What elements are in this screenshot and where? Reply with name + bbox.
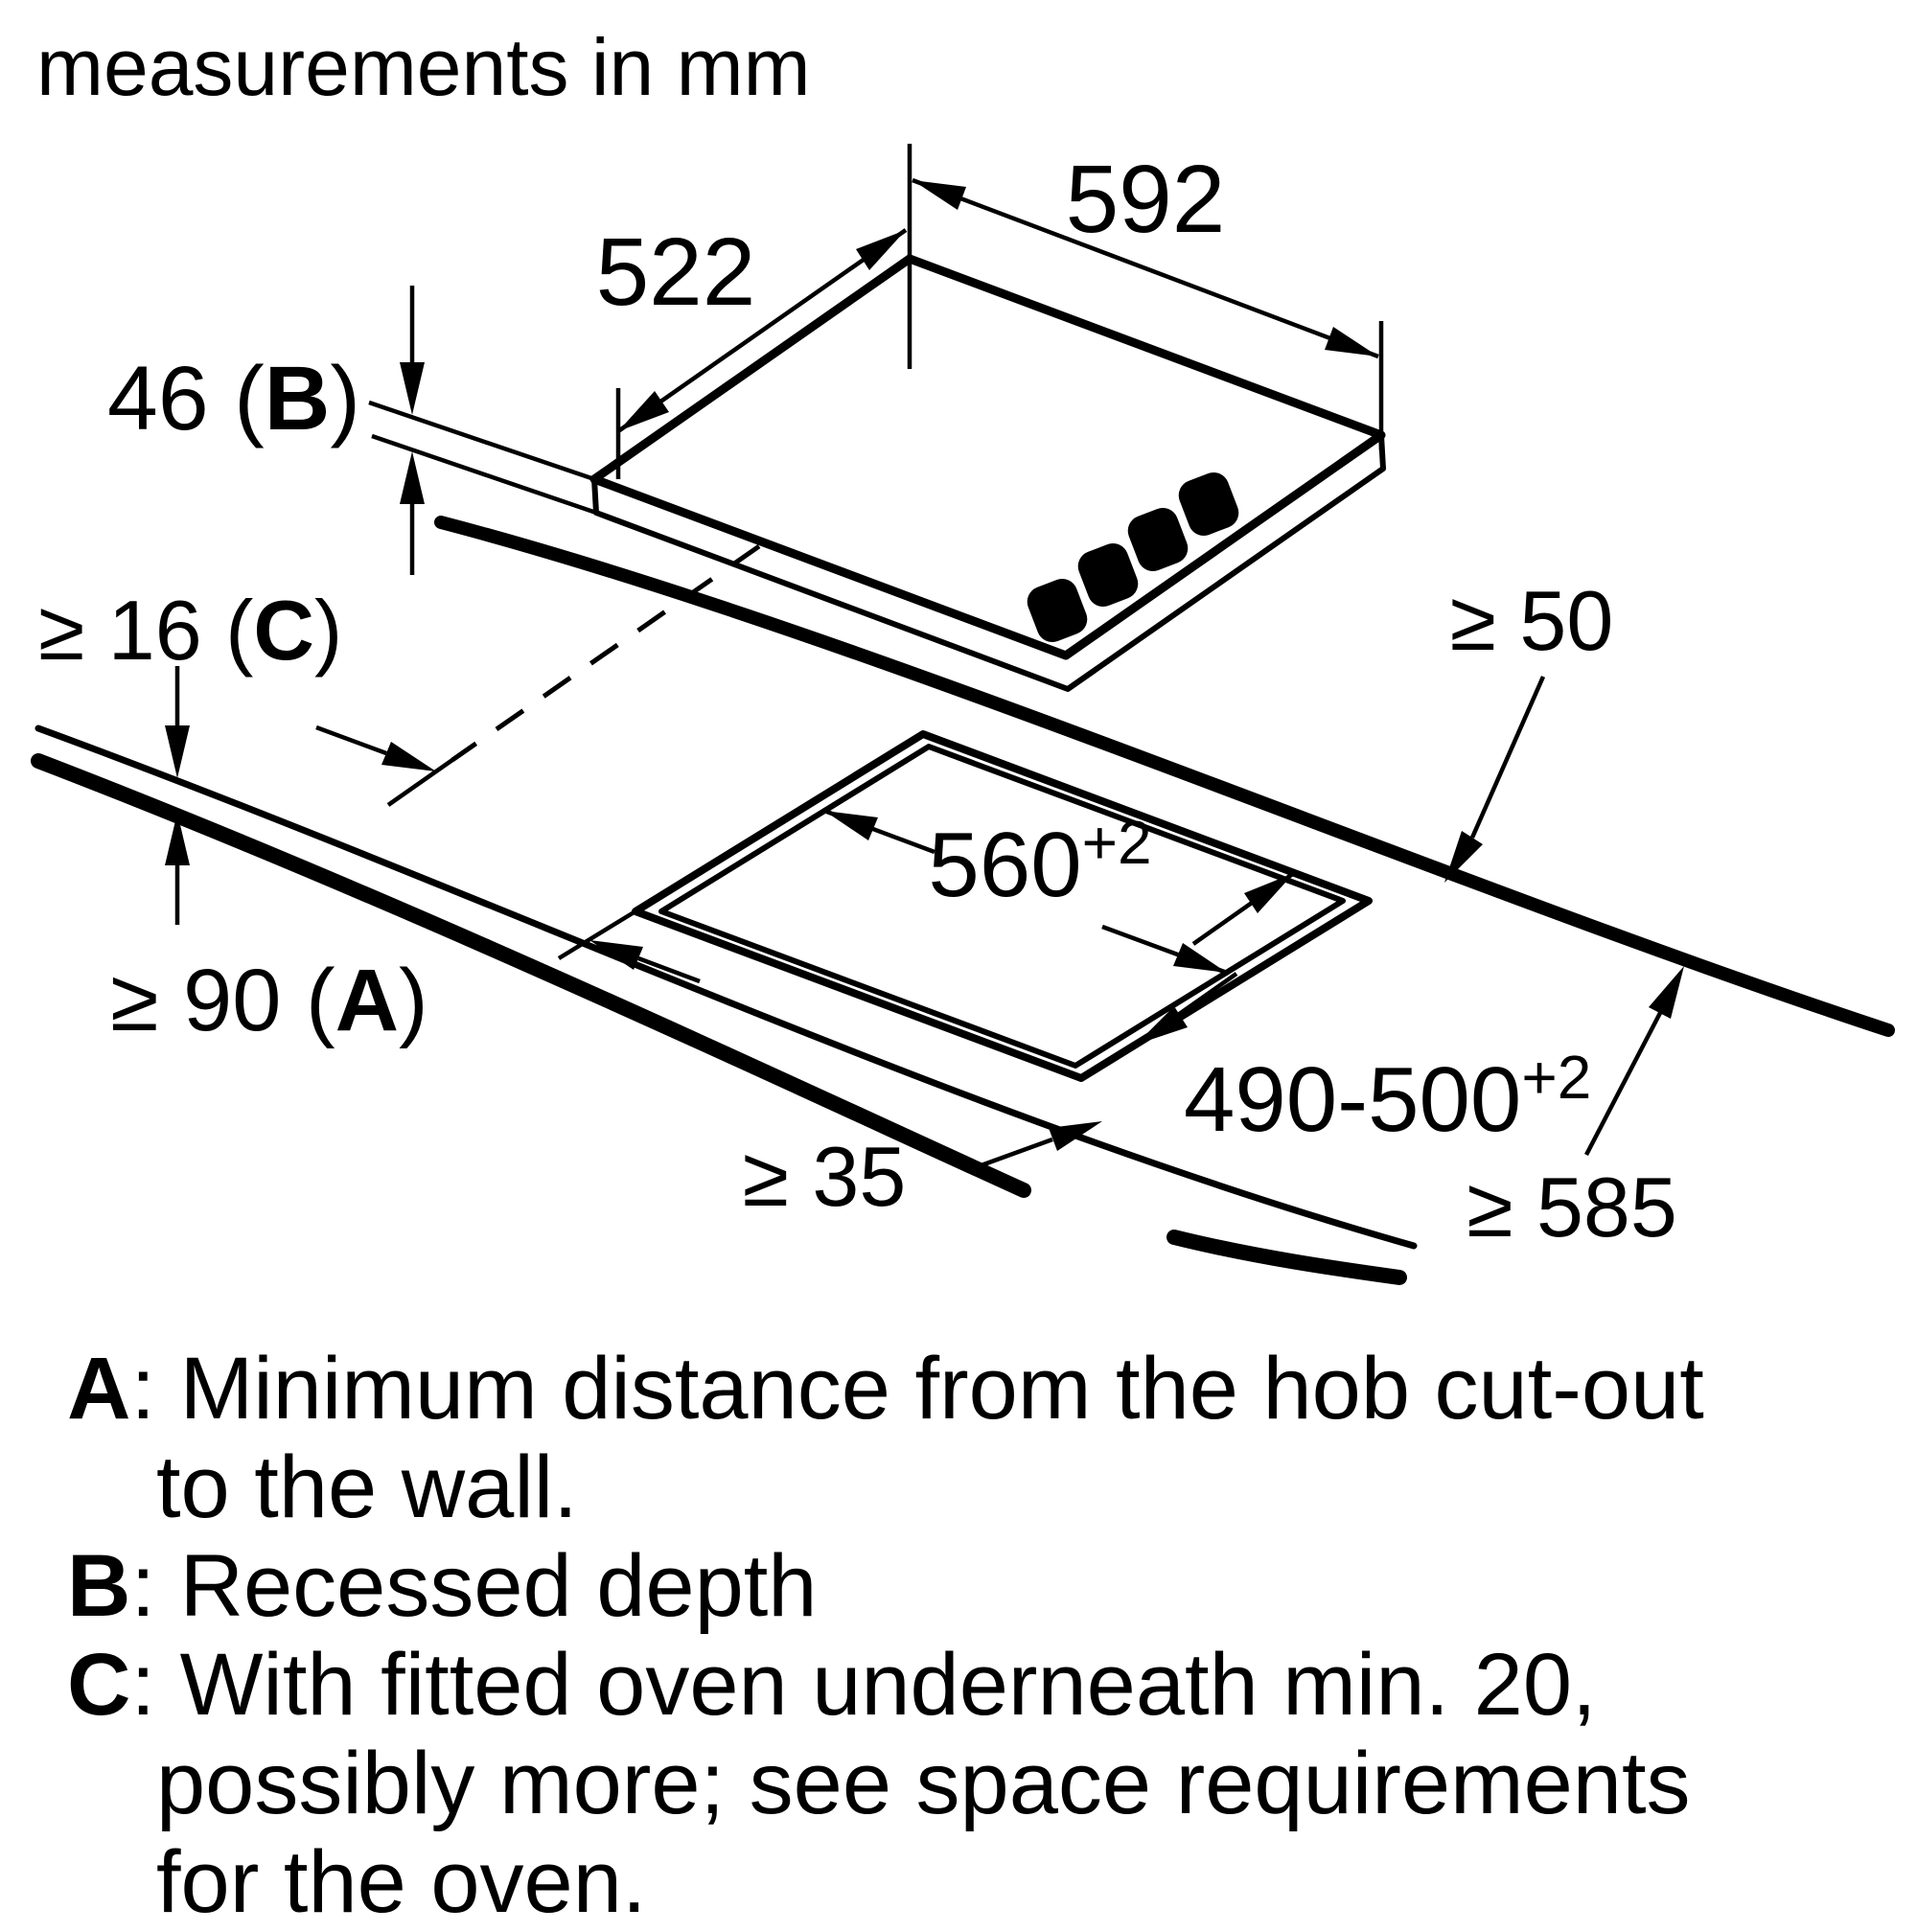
- dim-16-C: ≥ 16 (C): [38, 583, 342, 925]
- ext-line-hob-bottom-level: [371, 433, 597, 516]
- dim-line-592: [912, 177, 1379, 359]
- hob-knobs: [1027, 472, 1239, 643]
- worktop-front-top-edge: [35, 724, 1418, 1250]
- dim-label-90A: ≥ 90 (A): [110, 952, 428, 1049]
- arrowhead-490-upper: [1244, 873, 1294, 913]
- dim-label-522: 522: [596, 218, 756, 326]
- arrowhead-46-down: [400, 362, 425, 415]
- worktop-front-bottom-edge-left: [31, 753, 1031, 1198]
- cutout-outer-edge: [632, 730, 1373, 1082]
- arrowhead-A-upper: [381, 742, 436, 771]
- legend-item-b-line1: B: Recessed depth: [67, 1537, 818, 1635]
- dim-tail-585: [1584, 1011, 1662, 1157]
- arrowhead-46-up: [400, 451, 425, 504]
- projection-dashed-line: [450, 543, 761, 763]
- arrowhead-592-right: [1325, 327, 1378, 356]
- arrowhead-35: [1049, 1121, 1102, 1151]
- dim-line-522: [616, 228, 908, 433]
- dim-label-592: 592: [1066, 146, 1226, 253]
- legend-item-a-line2: to the wall.: [156, 1438, 578, 1536]
- arrowhead-16-down: [165, 725, 190, 778]
- arrowhead-560-right: [1173, 943, 1227, 973]
- legend-item-c-line3: for the oven.: [156, 1833, 647, 1931]
- hob-knob: [1178, 472, 1239, 537]
- dim-label-50: ≥ 50: [1450, 573, 1614, 668]
- dim-50: ≥ 50: [1444, 573, 1613, 883]
- hob-knob: [1027, 578, 1088, 643]
- legend-item-c-line2: possibly more; see space requirements: [156, 1735, 1691, 1832]
- dim-585: ≥ 585: [1467, 966, 1684, 1254]
- arrowhead-522-upper: [856, 230, 906, 270]
- ext-tick-A-upper: [386, 745, 473, 807]
- cutout-inner-edge: [658, 744, 1346, 1069]
- legend-letter-b: B: [67, 1537, 131, 1635]
- dim-label-560: 560+2: [928, 808, 1151, 916]
- arrowhead-A-lower: [589, 940, 643, 970]
- arrowhead-585: [1649, 966, 1684, 1019]
- worktop-front-bottom-edge-right: [1166, 1230, 1407, 1285]
- page-title: measurements in mm: [36, 22, 811, 112]
- hob: [589, 254, 1386, 692]
- hob-cutout: [632, 730, 1373, 1082]
- dim-label-46B: 46 (B): [107, 348, 360, 449]
- dim-592: 592: [912, 146, 1379, 359]
- ext-tick-A-lower: [557, 909, 637, 960]
- dim-tail-A-lower: [637, 955, 701, 984]
- arrowhead-592-left: [912, 180, 966, 210]
- arrowhead-490-lower: [1136, 1006, 1188, 1045]
- dim-560: 560+2: [823, 808, 1228, 976]
- arrowhead-522-lower: [618, 391, 669, 431]
- legend-letter-a: A: [67, 1340, 131, 1438]
- hob-body-lip: [591, 434, 1386, 692]
- dim-522: 522: [596, 218, 908, 433]
- dim-tail-50: [1469, 676, 1546, 839]
- arrowhead-560-left: [824, 811, 878, 840]
- legend-item-c-line1: C: With fitted oven underneath min. 20,: [67, 1636, 1597, 1734]
- legend-letter-c: C: [67, 1636, 131, 1734]
- dim-490-500: 490-500+2: [1134, 871, 1591, 1151]
- dim-tail-A-upper: [315, 724, 387, 756]
- legend-item-a-line1: A: Minimum distance from the hob cut-out: [67, 1340, 1704, 1438]
- hob-knob: [1077, 542, 1139, 608]
- dim-46-B: 46 (B): [107, 286, 597, 575]
- dim-label-35: ≥ 35: [743, 1129, 907, 1224]
- ext-line-hob-top-level: [368, 400, 595, 482]
- dim-label-16C: ≥ 16 (C): [38, 583, 342, 678]
- legend: A: Minimum distance from the hob cut-out…: [0, 1340, 1917, 1932]
- hob-knob: [1127, 507, 1189, 572]
- dim-tail-35: [967, 1137, 1053, 1173]
- dim-90-A: ≥ 90 (A): [110, 724, 701, 1049]
- dim-label-585: ≥ 585: [1467, 1160, 1677, 1254]
- arrowhead-16-up: [165, 813, 190, 865]
- worktop-rear-wall-line: [434, 516, 1895, 1037]
- dim-label-490-500: 490-500+2: [1184, 1043, 1591, 1151]
- arrowhead-50: [1444, 831, 1483, 883]
- dim-35: ≥ 35: [743, 1121, 1102, 1224]
